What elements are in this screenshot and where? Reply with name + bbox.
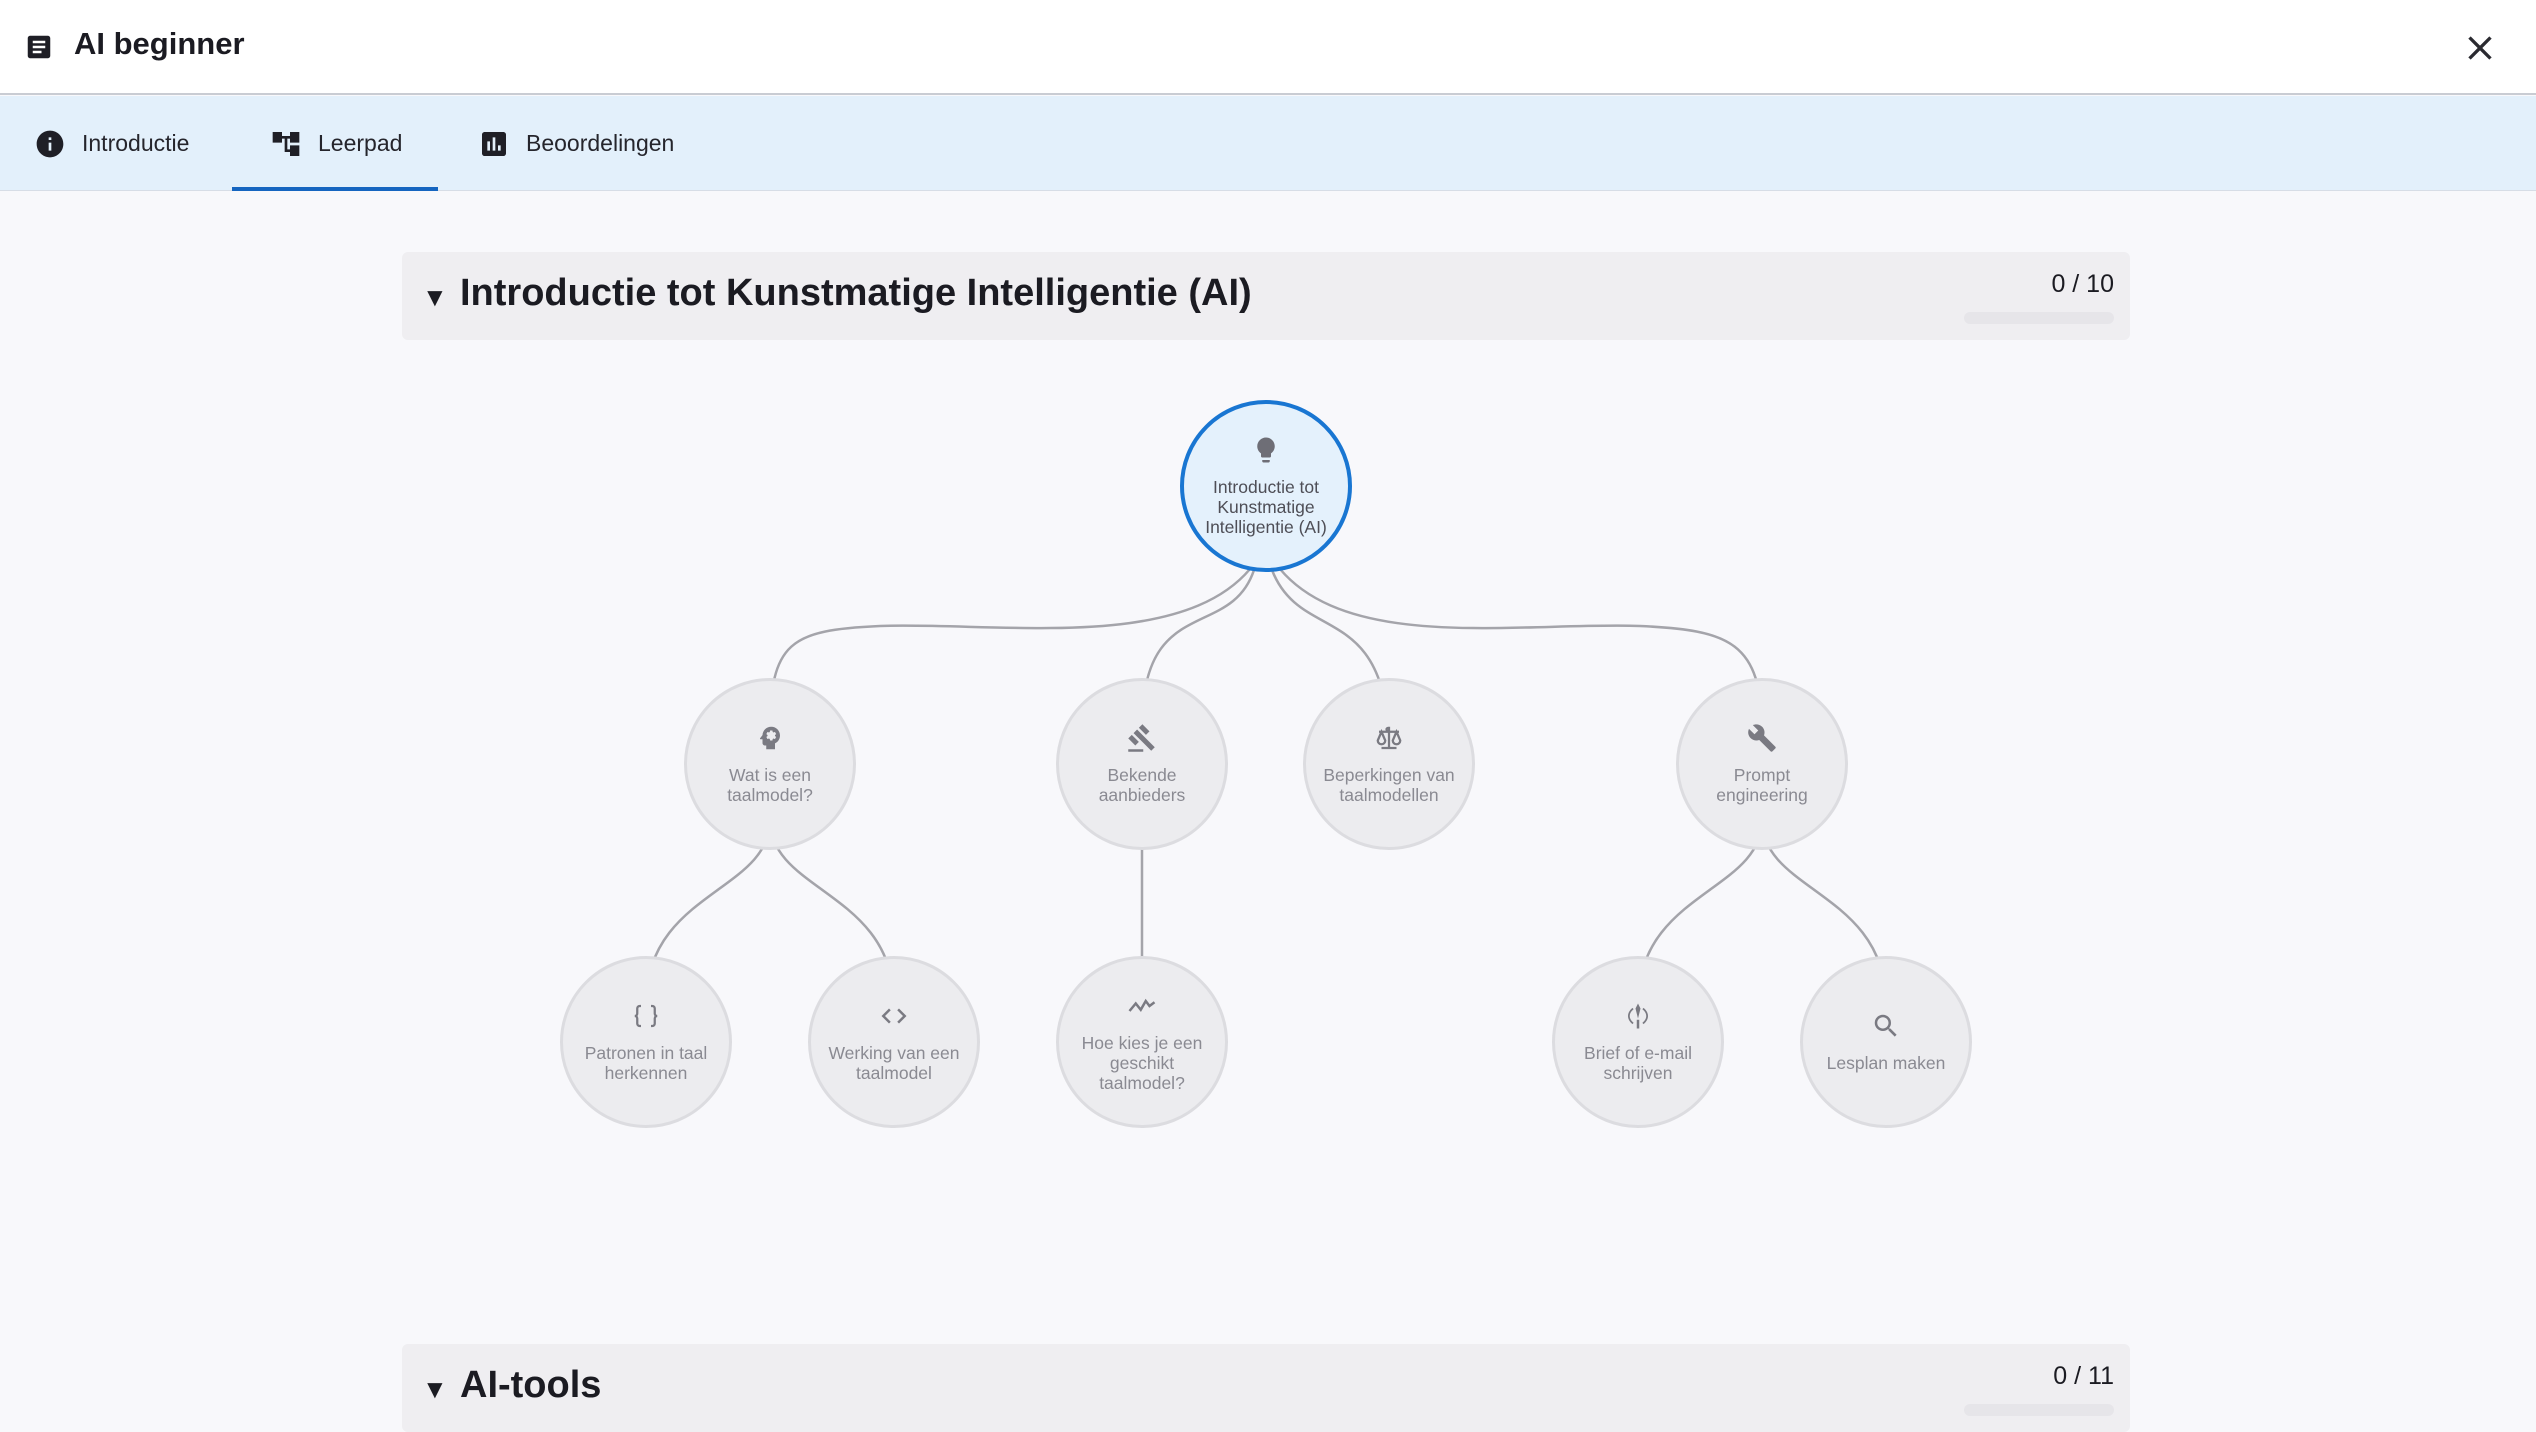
- node-label: Lesplan maken: [1826, 1053, 1946, 1073]
- section-progress-bar: [1964, 312, 2114, 324]
- info-icon: [36, 130, 64, 157]
- edge-root-n1: [768, 568, 1251, 733]
- tab-label: Introductie: [82, 130, 190, 156]
- wrench-icon: [1748, 724, 1776, 752]
- tab-bar: Introductie Leerpad Beoordelingen: [0, 96, 2536, 191]
- node-root[interactable]: Introductie tot Kunstmatige Intelligenti…: [1180, 400, 1352, 572]
- node-label: Werking van een taalmodel: [828, 1043, 960, 1083]
- node-hoe-kies-je-een-geschikt-taalmodel[interactable]: Hoe kies je een geschikt taalmodel?: [1056, 956, 1228, 1128]
- section-title: AI-tools: [460, 1364, 602, 1406]
- node-bekende-aanbieders[interactable]: Bekende aanbieders: [1056, 678, 1228, 850]
- section-progress-count: 0 / 10: [2051, 270, 2114, 298]
- learning-path-content: ▼ Introductie tot Kunstmatige Intelligen…: [0, 192, 2536, 1432]
- tab-introductie[interactable]: Introductie: [34, 96, 189, 191]
- section-title: Introductie tot Kunstmatige Intelligenti…: [460, 272, 1252, 314]
- lightbulb-icon: [1257, 437, 1275, 463]
- tab-label: Beoordelingen: [526, 130, 675, 156]
- collapse-caret-icon[interactable]: ▼: [422, 282, 448, 312]
- node-label: Introductie tot Kunstmatige Intelligenti…: [1205, 477, 1327, 537]
- brain-icon: [759, 726, 780, 750]
- node-werking-van-een-taalmodel[interactable]: Werking van een taalmodel: [808, 956, 980, 1128]
- node-brief-of-e-mail-schrijven[interactable]: Brief of e-mail schrijven: [1552, 956, 1724, 1128]
- node-patronen-in-taal-herkennen[interactable]: Patronen in taal herkennen: [560, 956, 732, 1128]
- node-label: Patronen in taal herkennen: [584, 1043, 708, 1083]
- tree-edges: [644, 568, 1888, 1005]
- node-beperkingen-van-taalmodellen[interactable]: Beperkingen van taalmodellen: [1303, 678, 1475, 850]
- braces-icon: [634, 1004, 658, 1028]
- node-label: Prompt engineering: [1716, 765, 1808, 805]
- app-header: AI beginner: [0, 0, 2536, 95]
- node-label: Hoe kies je een geschikt taalmodel?: [1081, 1033, 1203, 1093]
- node-label: Beperkingen van taalmodellen: [1323, 765, 1455, 805]
- section-progress-count: 0 / 11: [2053, 1362, 2114, 1390]
- node-label: Bekende aanbieders: [1098, 765, 1186, 805]
- gavel-icon: [1128, 724, 1155, 752]
- section-progress-bar: [1964, 1404, 2114, 1416]
- tab-label: Leerpad: [318, 130, 403, 156]
- node-wat-is-een-taalmodel[interactable]: Wat is een taalmodel?: [684, 678, 856, 850]
- tab-beoordelingen[interactable]: Beoordelingen: [478, 96, 674, 191]
- search-icon: [1874, 1014, 1897, 1037]
- tab-leerpad[interactable]: Leerpad: [232, 96, 438, 191]
- bar-chart-icon: [482, 131, 506, 156]
- pen-icon: [1628, 1003, 1648, 1029]
- trend-icon: [1128, 998, 1156, 1012]
- section-header-introductie[interactable]: ▼ Introductie tot Kunstmatige Intelligen…: [402, 252, 2130, 340]
- node-label: Wat is een taalmodel?: [727, 765, 813, 805]
- edge-root-n4: [1279, 568, 1764, 733]
- page-title: AI beginner: [74, 26, 245, 61]
- section-header-ai-tools[interactable]: ▼ AI-tools 0 / 11: [402, 1344, 2130, 1432]
- scale-icon: [1376, 726, 1402, 750]
- close-icon[interactable]: [2460, 28, 2500, 68]
- node-lesplan-maken[interactable]: Lesplan maken: [1800, 956, 1972, 1128]
- node-label: Brief of e-mail schrijven: [1584, 1043, 1692, 1083]
- document-icon: [27, 35, 51, 59]
- node-prompt-engineering[interactable]: Prompt engineering: [1676, 678, 1848, 850]
- learning-tree: Introductie tot Kunstmatige Intelligenti…: [0, 192, 2536, 1390]
- code-icon: [881, 1008, 907, 1024]
- tree-icon: [272, 131, 300, 156]
